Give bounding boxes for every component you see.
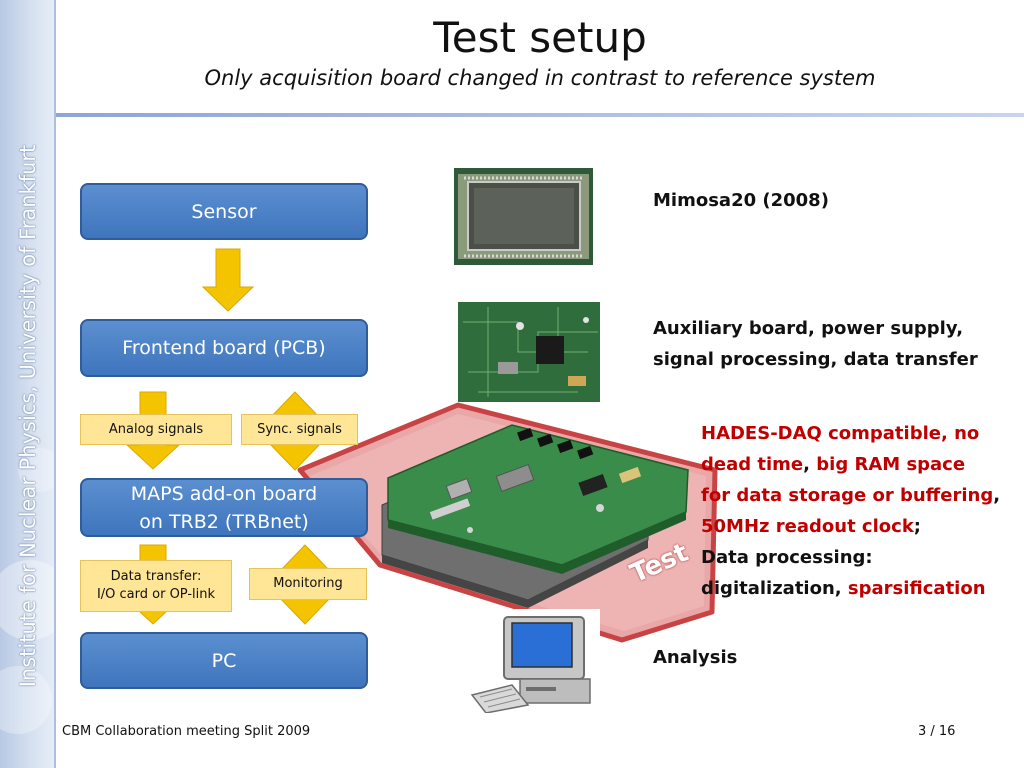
storage-text: for data storage or buffering: [701, 485, 994, 506]
frontend-label: Frontend board (PCB): [122, 337, 326, 359]
test-board-graphic: [297, 402, 718, 643]
page-number: 3 / 16: [918, 724, 956, 739]
footer-event: CBM Collaboration meeting Split 2009: [62, 724, 311, 739]
maps-label-line1: MAPS add-on board: [130, 482, 318, 505]
sidebar-decoration: [0, 448, 56, 734]
pc-label: PC: [211, 649, 237, 672]
sync-signals-tag: Sync. signals: [241, 414, 358, 445]
mimosa-chip-photo: [454, 168, 593, 265]
mimosa-description: Mimosa20 (2008): [653, 190, 829, 211]
hades-line4: 50MHz readout clock;: [701, 511, 1021, 542]
page-subtitle: Only acquisition board changed in contra…: [204, 66, 876, 90]
data-transfer-tag: Data transfer: I/O card or OP-link: [80, 560, 232, 612]
title-area: Test setup Only acquisition board change…: [56, 0, 1024, 114]
auxiliary-line1: Auxiliary board, power supply,: [653, 318, 964, 339]
hades-line2: dead time, big RAM space: [701, 449, 1021, 480]
data-transfer-line2: I/O card or OP-link: [96, 587, 216, 602]
monitoring-label: Monitoring: [273, 576, 343, 591]
maps-box: MAPS add-on board on TRB2 (TRBnet): [80, 478, 368, 537]
sync-signals-label: Sync. signals: [257, 421, 342, 437]
comma-1: ,: [803, 454, 810, 475]
analog-signals-tag: Analog signals: [80, 414, 232, 445]
hades-line1: HADES-DAQ compatible, no: [701, 423, 980, 444]
monitoring-tag: Monitoring: [249, 568, 367, 600]
clock-text: 50MHz readout clock: [701, 516, 914, 537]
analog-signals-label: Analog signals: [108, 421, 204, 437]
comma-2: ,: [993, 485, 1001, 506]
maps-label-line2: on TRB2 (TRBnet): [139, 510, 309, 533]
title-divider: [56, 113, 1024, 117]
auxiliary-description: Auxiliary board, power supply, signal pr…: [653, 313, 978, 375]
dead-time-text: dead time: [701, 454, 804, 475]
auxiliary-line2: signal processing, data transfer: [653, 349, 978, 370]
analysis-description: Analysis: [653, 647, 738, 668]
arrow-down-sensor-frontend: [201, 248, 255, 312]
hades-line6: digitalization, sparsification: [701, 573, 1021, 604]
sensor-label: Sensor: [191, 200, 257, 223]
sidebar-band: Institute for Nuclear Physics, Universit…: [0, 0, 56, 768]
auxiliary-board-photo: [458, 302, 600, 402]
page-title: Test setup: [433, 13, 647, 62]
pc-box: PC: [80, 632, 368, 689]
hades-description: HADES-DAQ compatible, no dead time, big …: [701, 418, 1021, 604]
hades-line5: Data processing:: [701, 547, 873, 568]
data-transfer-line1: Data transfer:: [110, 569, 202, 584]
pc-computer-icon: [468, 609, 600, 713]
digitalization-text: digitalization,: [701, 578, 842, 599]
sparsification-text: sparsification: [847, 578, 986, 599]
big-ram-text: big RAM space: [816, 454, 966, 475]
semicolon: ;: [913, 516, 921, 537]
sensor-box: Sensor: [80, 183, 368, 240]
frontend-box: Frontend board (PCB): [80, 319, 368, 377]
hades-line3: for data storage or buffering,: [701, 480, 1021, 511]
